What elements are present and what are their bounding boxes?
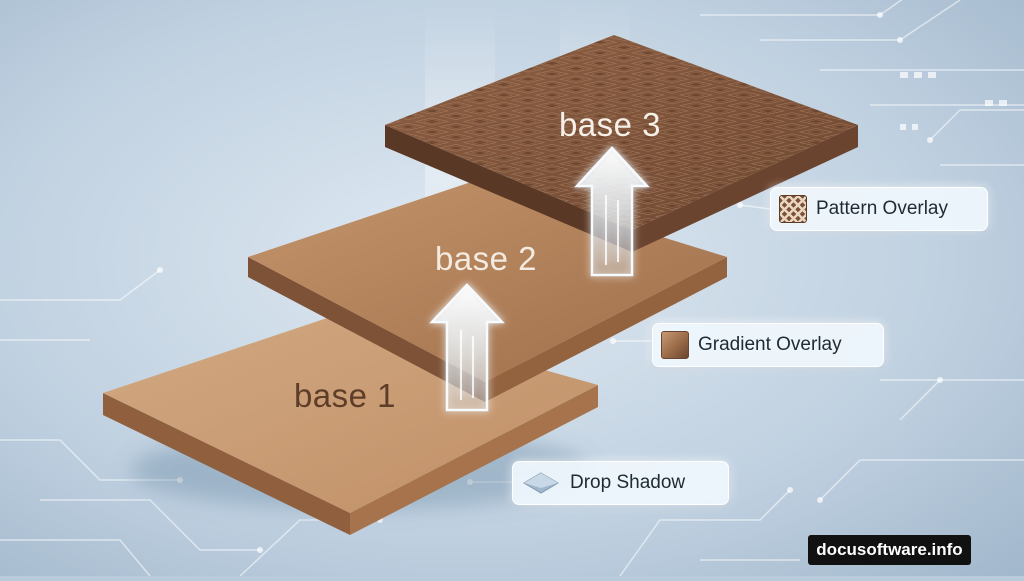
pattern-swatch-icon xyxy=(779,195,807,223)
diamond-shadow-icon xyxy=(521,470,561,496)
arrow-up-icon xyxy=(574,146,650,277)
callout-label: Drop Shadow xyxy=(570,472,686,493)
layer-label-base-1: base 1 xyxy=(294,377,396,414)
callout-label: Gradient Overlay xyxy=(698,334,842,355)
layer-base-3 xyxy=(385,35,858,252)
gradient-swatch-icon xyxy=(661,331,689,359)
callout-gradient-overlay: Gradient Overlay xyxy=(652,323,884,367)
layer-label-base-2: base 2 xyxy=(435,240,537,277)
callout-pattern-overlay: Pattern Overlay xyxy=(770,187,988,231)
chip-pattern-texture xyxy=(385,35,858,230)
arrow-up-icon xyxy=(429,283,505,412)
layer-label-base-3: base 3 xyxy=(559,106,661,143)
watermark: docusoftware.info xyxy=(808,535,971,565)
callout-label: Pattern Overlay xyxy=(816,198,948,219)
callout-drop-shadow: Drop Shadow xyxy=(512,461,729,505)
